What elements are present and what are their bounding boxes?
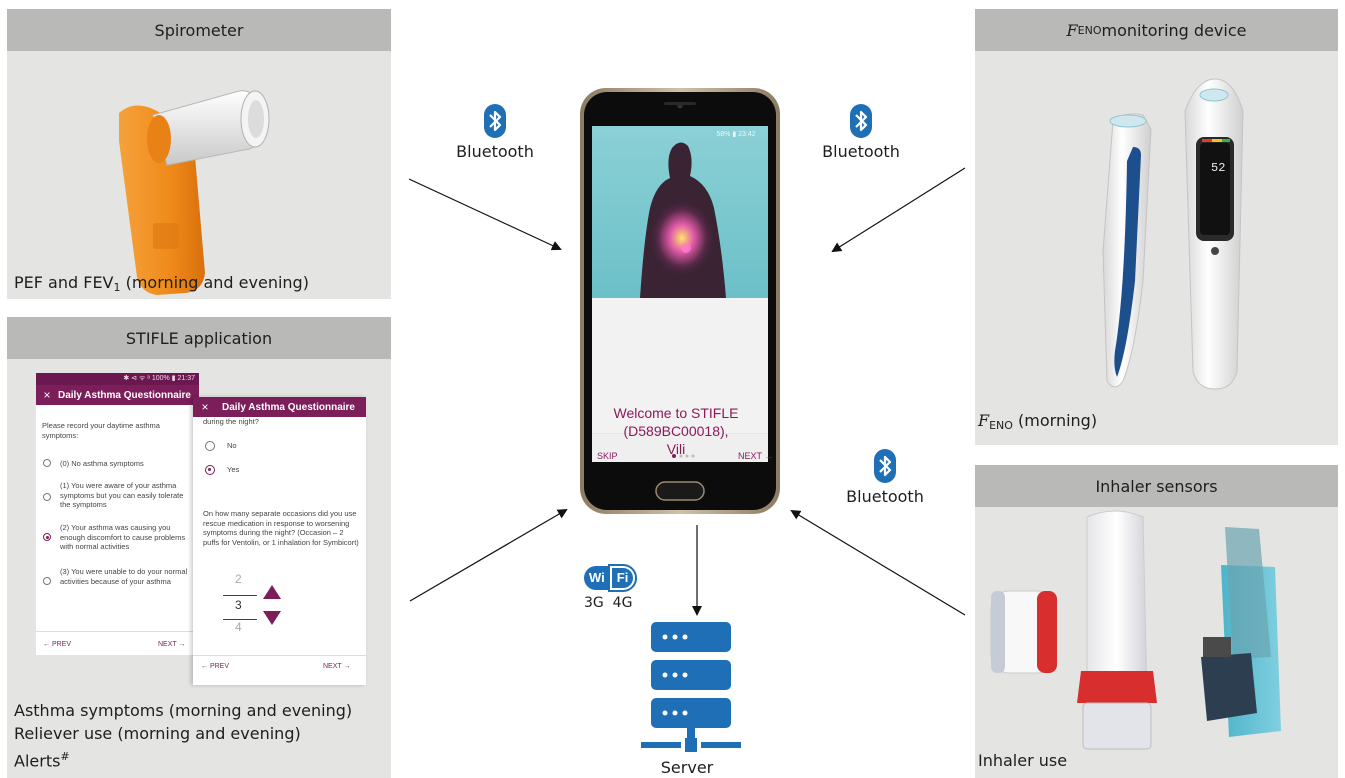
next-button[interactable]: NEXT → (323, 663, 351, 670)
feno-title-var: F (1066, 20, 1078, 40)
questionnaire-screen-night: × Daily Asthma Questionnaire during the … (193, 397, 366, 685)
picker-line-top (223, 595, 257, 596)
alerts-footnote-mark: # (60, 750, 70, 763)
arrow-app-to-phone (409, 508, 568, 602)
option-label-1: (1) You were aware of your asthma sympto… (60, 481, 184, 509)
spirometer-caption-sub: 1 (113, 281, 121, 294)
picker-value[interactable]: 3 (235, 598, 242, 612)
picker-value-below: 4 (235, 620, 242, 634)
radio-option-3[interactable] (43, 577, 51, 585)
bluetooth-feno: Bluetooth (816, 104, 906, 161)
app-title-bar: × Daily Asthma Questionnaire (36, 385, 199, 405)
welcome-line-3: Vili (666, 441, 686, 457)
bluetooth-icon (874, 449, 896, 483)
alerts-text: Alerts (14, 751, 61, 771)
inhaler-caption: Inhaler use (978, 751, 1068, 770)
bluetooth-label: Bluetooth (846, 487, 924, 506)
spirometer-panel-title: Spirometer (7, 9, 391, 51)
prev-button[interactable]: ← PREV (201, 663, 230, 670)
caption-reliever: Reliever use (morning and evening) (14, 724, 301, 743)
feno-caption: FENO (morning) (978, 409, 1097, 437)
arrow-spirometer-to-phone (408, 178, 562, 251)
welcome-line-1: Welcome to STIFLE (613, 405, 739, 421)
arrow-inhaler-to-phone (790, 509, 966, 616)
questionnaire-title: Daily Asthma Questionnaire (222, 401, 355, 413)
radio-option-2[interactable] (43, 533, 51, 541)
decrement-arrow-icon[interactable] (263, 611, 281, 625)
question-text: Please record your daytime asthma sympto… (42, 421, 160, 440)
feno-title-sub: ENO (1077, 23, 1102, 37)
app-title-bar: × Daily Asthma Questionnaire (193, 397, 366, 417)
prev-button[interactable]: ← PREV (43, 641, 72, 648)
bluetooth-label: Bluetooth (822, 142, 900, 161)
phone-status-bar: 58% ▮ 23:42 (716, 131, 755, 138)
bluetooth-icon (850, 104, 872, 138)
inhaler-panel-title: Inhaler sensors (975, 465, 1338, 507)
close-icon[interactable]: × (201, 400, 209, 414)
bluetooth-icon (484, 104, 506, 138)
close-icon[interactable]: × (43, 388, 51, 402)
caption-symptoms: Asthma symptoms (morning and evening) (14, 701, 353, 720)
picker-value-above: 2 (235, 572, 242, 586)
phone-next-button[interactable]: NEXT → (738, 451, 774, 461)
option-label-2: (2) Your asthma was causing you enough d… (60, 523, 186, 551)
spirometer-caption: PEF and FEV1 (morning and evening) (14, 271, 309, 299)
radio-yes[interactable] (205, 465, 215, 475)
bluetooth-inhaler: Bluetooth (840, 449, 930, 506)
inhaler-panel: Inhaler sensors Inhaler use (975, 465, 1338, 778)
feno-caption-rest: (morning) (1012, 411, 1098, 430)
questionnaire-title: Daily Asthma Questionnaire (58, 389, 191, 401)
feno-title-rest: monitoring device (1101, 20, 1247, 40)
next-button[interactable]: NEXT → (158, 641, 186, 648)
feno-caption-sub: ENO (989, 419, 1013, 432)
option-no-label: No (227, 441, 237, 450)
network-label: 3G 4G (584, 595, 633, 611)
app-panel-title: STIFLE application (7, 317, 391, 359)
welcome-line-2: (D589BC00018), (623, 423, 729, 439)
questionnaire-screen-daytime: ✱ ⊲ ᯤ ᵃ 100% ▮ 21:37 × Daily Asthma Ques… (36, 373, 199, 655)
spirometer-panel: Spirometer PEF and FEV1 (morning and eve… (7, 9, 391, 299)
bluetooth-spirometer: Bluetooth (450, 104, 540, 161)
server-icon (641, 622, 741, 752)
feno-device-image: 52 (1102, 78, 1244, 390)
option-yes-label: Yes (227, 465, 240, 474)
status-bar: ✱ ⊲ ᯤ ᵃ 100% ▮ 21:37 (36, 373, 199, 385)
smartphone: 58% ▮ 23:42 (580, 88, 780, 514)
phone-welcome-message: Welcome to STIFLE (D589BC00018), Vili (590, 404, 762, 458)
app-panel: STIFLE application ✱ ⊲ ᯤ ᵃ 100% ▮ 21:37 … (7, 317, 391, 778)
inhaler-devices-image (990, 510, 1281, 750)
option-label-3: (3) You were unable to do your normal ac… (60, 567, 188, 586)
phone-skip-button[interactable]: SKIP (597, 451, 618, 461)
radio-option-1[interactable] (43, 493, 51, 501)
wifi-wi: Wi (584, 566, 610, 590)
feno-caption-var: F (978, 411, 990, 430)
caption-alerts: Alerts# (14, 745, 352, 772)
wifi-fi: Fi (607, 564, 638, 592)
rescue-medication-question: On how many separate occasions did you u… (203, 509, 359, 547)
app-caption: Asthma symptoms (morning and evening) Re… (14, 699, 352, 772)
footer-divider (36, 631, 199, 632)
picker-line-bottom (223, 619, 257, 620)
server-label: Server (660, 758, 714, 777)
arrow-feno-to-phone (831, 167, 966, 253)
increment-arrow-icon[interactable] (263, 585, 281, 599)
spirometer-caption-rest: (morning and evening) (120, 273, 309, 292)
spirometer-device-image (119, 90, 270, 295)
bluetooth-label: Bluetooth (456, 142, 534, 161)
option-label-0: (0) No asthma symptoms (60, 459, 144, 468)
feno-display-value: 52 (1211, 161, 1225, 175)
footer-divider (193, 655, 366, 656)
radio-no[interactable] (205, 441, 215, 451)
radio-option-0[interactable] (43, 459, 51, 467)
spirometer-caption-text: PEF and FEV (14, 273, 114, 292)
partial-question: during the night? (203, 417, 259, 426)
